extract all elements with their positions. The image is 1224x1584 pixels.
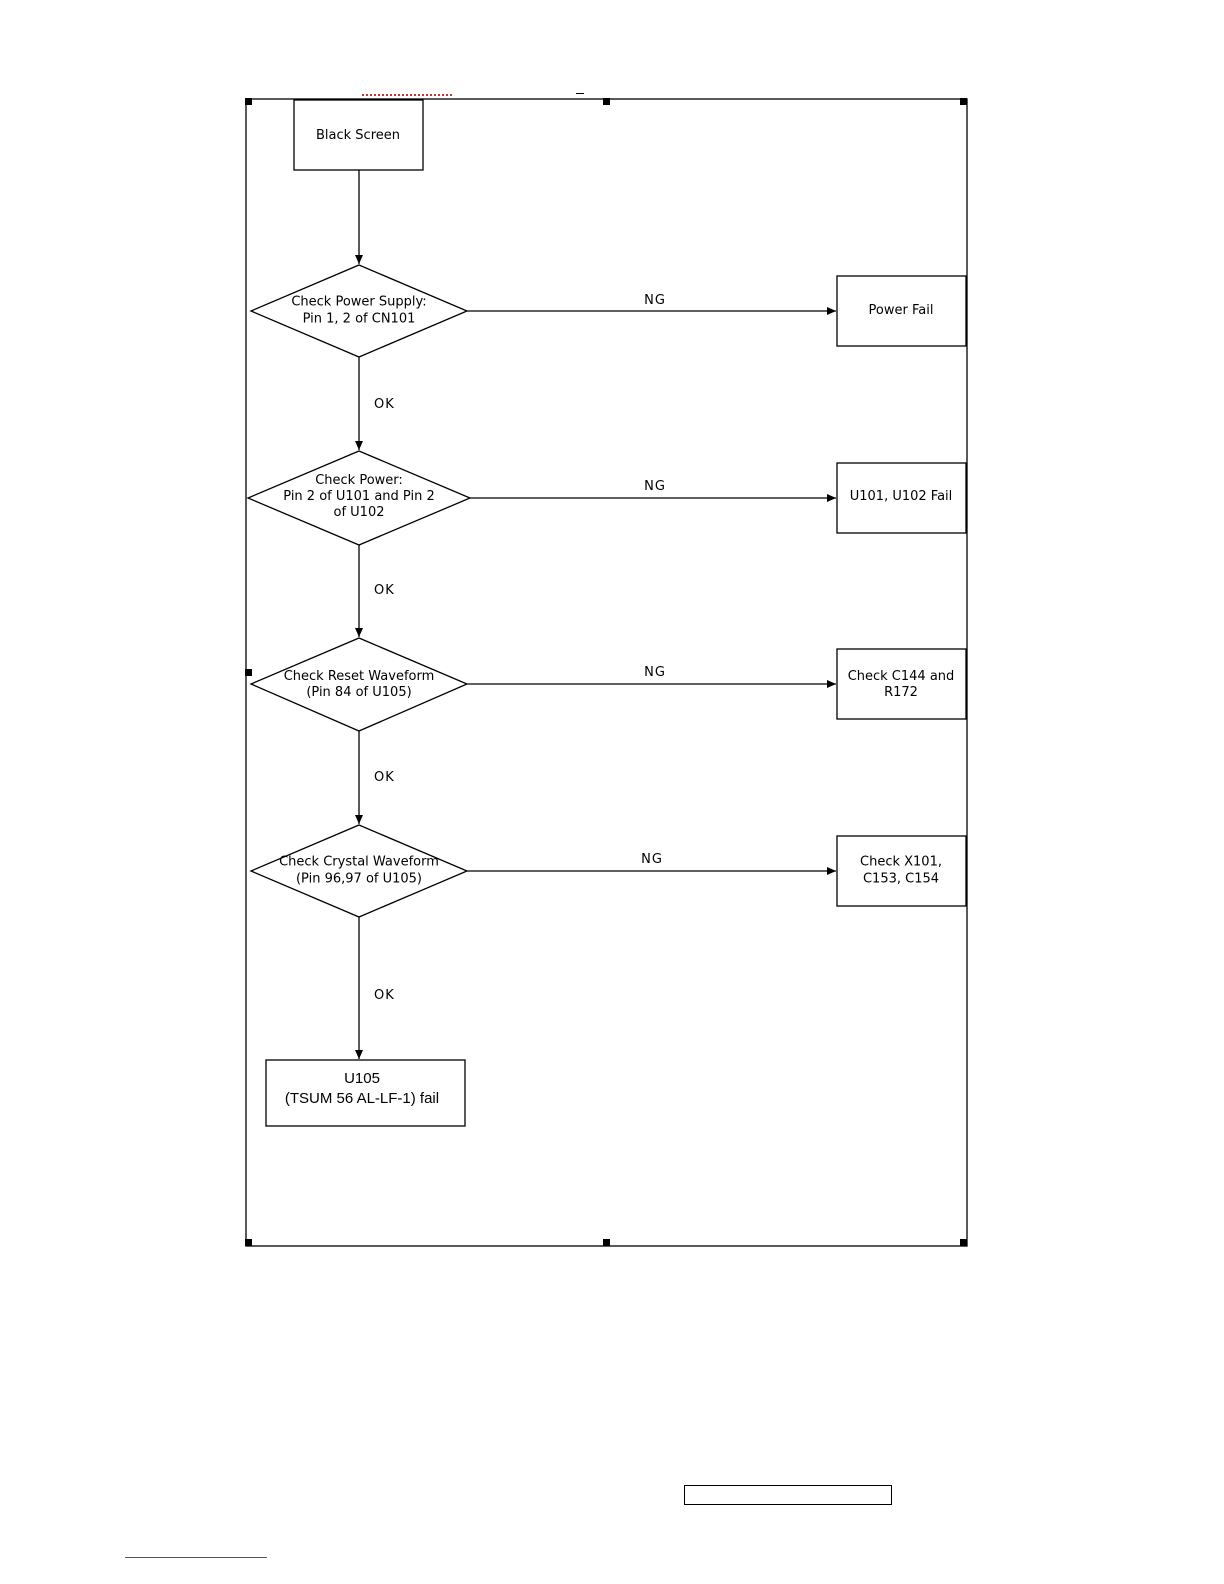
ok-label-1: OK bbox=[374, 397, 395, 412]
text-line: (Pin 84 of U105) bbox=[306, 685, 411, 700]
ng-label-1: NG bbox=[644, 293, 666, 308]
result-check-x101-c153-c154: Check X101, C153, C154 bbox=[837, 836, 966, 906]
text-line: Check Power Supply: bbox=[291, 295, 426, 310]
text-line: Check Power: bbox=[315, 473, 403, 488]
ok-label-2: OK bbox=[374, 583, 395, 598]
start-node-black-screen: Black Screen bbox=[294, 100, 423, 170]
decision-check-reset-waveform: Check Reset Waveform(Pin 84 of U105) bbox=[251, 638, 467, 731]
text-line: Power Fail bbox=[869, 303, 934, 318]
decision-check-crystal-waveform: Check Crystal Waveform (Pin 96,97 of U105… bbox=[251, 825, 467, 917]
result-u101-u102-fail-text: U101, U102 Fail bbox=[850, 489, 953, 504]
text-line: C153, C154 bbox=[863, 872, 939, 887]
ng-label-3: NG bbox=[644, 665, 666, 680]
ng-label-2: NG bbox=[644, 479, 666, 494]
text-line: U101, U102 Fail bbox=[850, 489, 953, 504]
footer-box bbox=[684, 1485, 892, 1505]
text-line: of U102 bbox=[334, 505, 385, 520]
ng-label-4: NG bbox=[641, 852, 663, 867]
footer-link-underline bbox=[125, 1557, 267, 1558]
end-node-u105-fail: U105 (TSUM 56 AL-LF-1) fail bbox=[266, 1060, 465, 1126]
text-line: Check C144 and bbox=[848, 669, 955, 684]
text-line: Check Crystal Waveform bbox=[279, 855, 439, 870]
text-line: (TSUM 56 AL-LF-1) fail bbox=[285, 1090, 439, 1107]
ok-label-3: OK bbox=[374, 770, 395, 785]
start-node-text: Black Screen bbox=[316, 128, 400, 143]
decision-check-power-supply: Check Power Supply: Pin 1, 2 of CN101 bbox=[251, 265, 467, 357]
text-line: Check Reset Waveform bbox=[284, 669, 435, 684]
text-line: R172 bbox=[884, 685, 918, 700]
text-line: Pin 1, 2 of CN101 bbox=[303, 312, 416, 327]
text-line: Check X101, bbox=[860, 855, 942, 870]
text-line: U105 bbox=[344, 1070, 380, 1087]
result-power-fail-text: Power Fail bbox=[869, 303, 934, 318]
result-power-fail: Power Fail bbox=[837, 276, 966, 346]
text-line: Black Screen bbox=[316, 128, 400, 143]
text-line: Pin 2 of U101 and Pin 2 bbox=[283, 489, 434, 504]
text-line: (Pin 96,97 of U105) bbox=[296, 872, 422, 887]
ok-label-4: OK bbox=[374, 988, 395, 1003]
result-u101-u102-fail: U101, U102 Fail bbox=[837, 463, 966, 533]
